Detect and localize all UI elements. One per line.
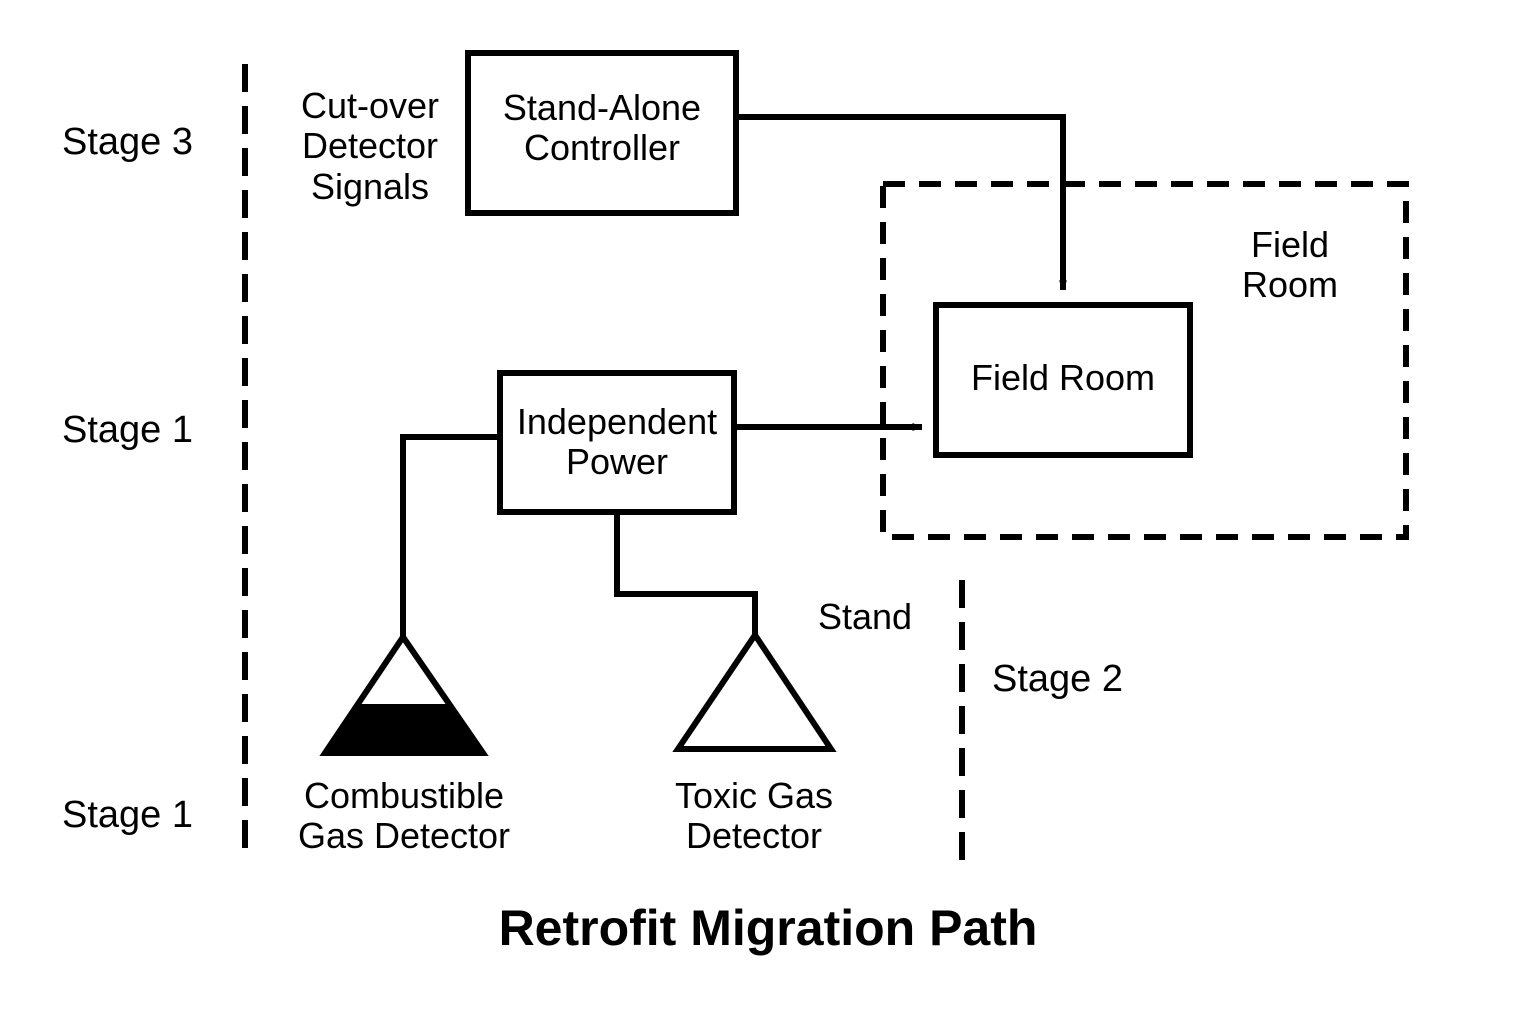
node-label-combustible-gas-detector: Combustible Gas Detector: [297, 775, 511, 857]
toxic-gas-detector-symbol[interactable]: [672, 629, 837, 752]
field-room-box[interactable]: [933, 302, 1193, 458]
annotation-field-room-zone: Field Room: [1241, 224, 1339, 306]
edge-controller-to-field-room: [736, 114, 1067, 291]
stage-marker-stage-1-mid: Stage 1: [62, 409, 193, 451]
stage-marker-stage-1-bottom: Stage 1: [62, 794, 193, 836]
node-label-field-room: Field Room: [970, 357, 1156, 398]
node-label-stand-alone-controller: Stand-Alone Controller: [502, 87, 702, 169]
field-room-zone-boundary: [880, 181, 1409, 540]
independent-power-box[interactable]: [497, 370, 737, 515]
diagram-title: Retrofit Migration Path: [498, 900, 1038, 956]
edge-power-to-toxic: [614, 512, 758, 638]
node-label-independent-power: Independent Power: [516, 401, 718, 483]
edge-power-to-combustible: [400, 434, 500, 640]
stage-marker-stage-3: Stage 3: [62, 121, 193, 163]
annotation-stand: Stand: [817, 596, 913, 637]
annotation-cut-over-detector-signals: Cut-over Detector Signals: [300, 85, 440, 207]
stage-marker-stage-2: Stage 2: [992, 658, 1123, 700]
stand-alone-controller-box[interactable]: [465, 50, 739, 216]
combustible-gas-detector-symbol[interactable]: [319, 631, 532, 756]
node-label-toxic-gas-detector: Toxic Gas Detector: [674, 775, 834, 857]
combustible-fill-band: [323, 704, 486, 754]
